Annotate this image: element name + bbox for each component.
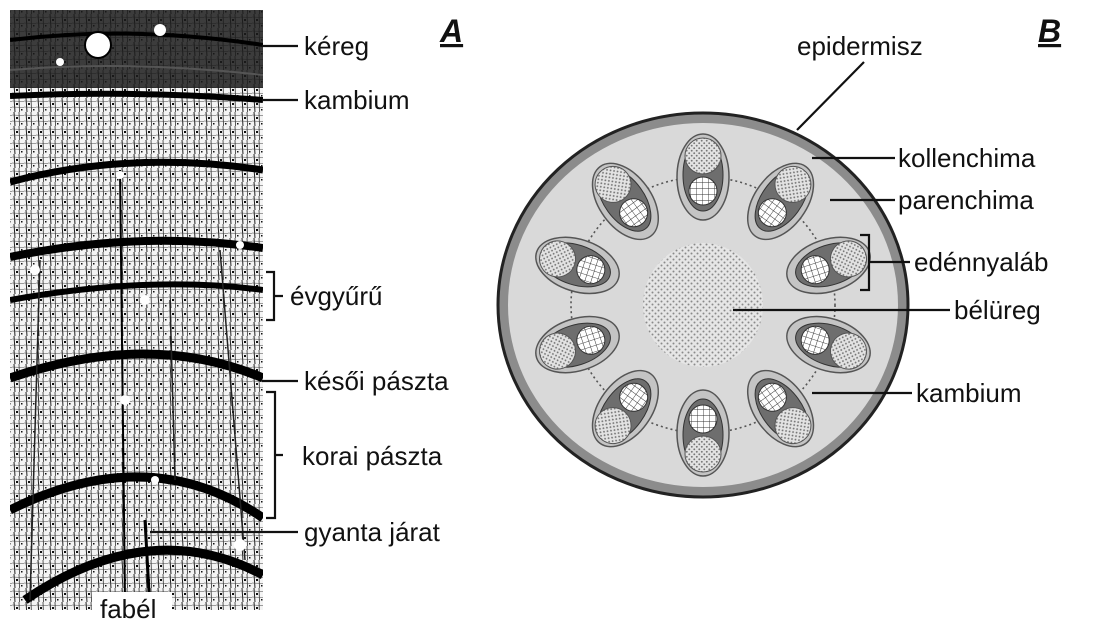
xylem — [689, 405, 717, 433]
label-korai-paszta: korai pászta — [266, 392, 443, 518]
label-epidermisz: epidermisz — [797, 31, 923, 130]
label-kambium-a: kambium — [262, 85, 409, 115]
wood-cross-section — [10, 10, 263, 622]
phloem — [685, 138, 721, 174]
label-kesoi-paszta: késői pászta — [262, 366, 449, 396]
label-kereg: kéreg — [262, 31, 369, 61]
svg-text:korai pászta: korai pászta — [302, 441, 443, 471]
xylem — [689, 177, 717, 205]
svg-text:kollenchima: kollenchima — [898, 143, 1036, 173]
vascular-bundle — [677, 390, 729, 476]
pith-cavity — [643, 243, 763, 367]
vascular-bundle — [677, 134, 729, 220]
svg-text:parenchima: parenchima — [898, 185, 1034, 215]
label-evgyuru: évgyűrű — [266, 272, 383, 320]
stem-cross-section — [498, 113, 908, 497]
label-fabel: fabél — [100, 594, 156, 624]
svg-text:epidermisz: epidermisz — [797, 31, 923, 61]
svg-text:bélüreg: bélüreg — [954, 295, 1041, 325]
svg-text:késői pászta: késői pászta — [304, 366, 449, 396]
phloem — [685, 436, 721, 472]
panel-a-letter: A — [439, 13, 463, 49]
svg-text:évgyűrű: évgyűrű — [290, 281, 383, 311]
svg-text:kambium: kambium — [304, 85, 409, 115]
panel-b-letter: B — [1038, 13, 1061, 49]
svg-text:kéreg: kéreg — [304, 31, 369, 61]
svg-text:kambium: kambium — [916, 378, 1021, 408]
bark-layer — [10, 10, 263, 88]
svg-text:gyanta járat: gyanta járat — [304, 517, 441, 547]
svg-text:edénnyaláb: edénnyaláb — [914, 247, 1048, 277]
